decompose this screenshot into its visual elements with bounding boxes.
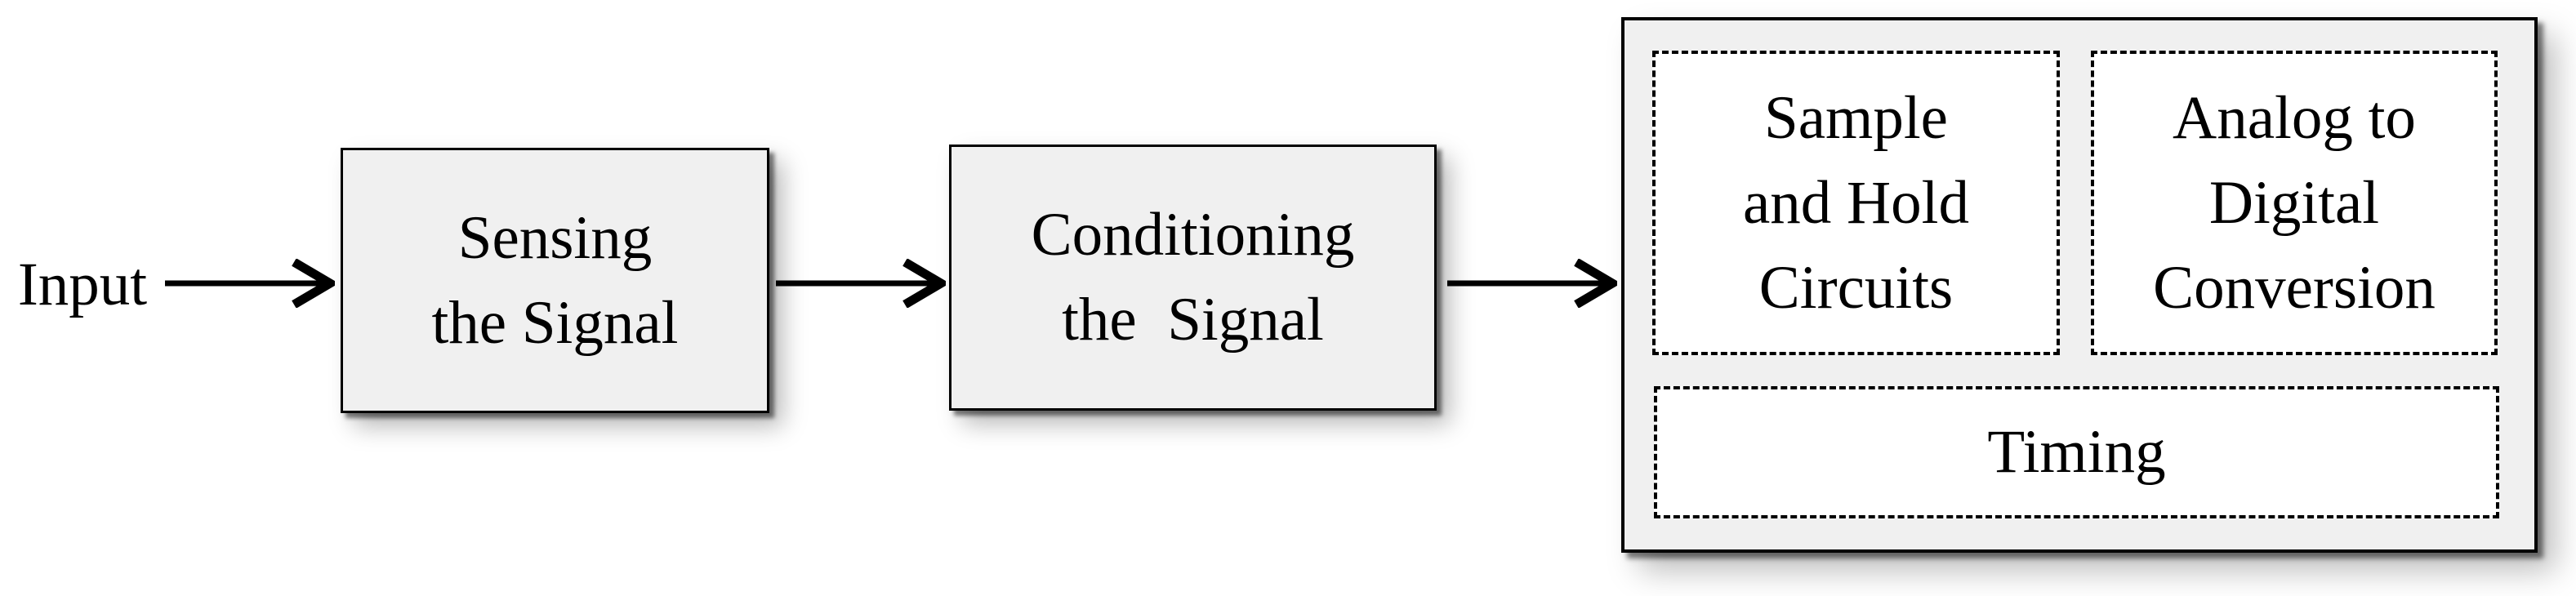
arrow-right-icon	[776, 259, 946, 308]
sample-and-hold-box: Sample and Hold Circuits	[1652, 51, 2060, 355]
analog-to-digital-box: Analog to Digital Conversion	[2091, 51, 2498, 355]
conditioning-box: Conditioning the Signal	[949, 145, 1437, 411]
timing-label: Timing	[1987, 418, 2166, 486]
conditioning-box-label: Conditioning the Signal	[1031, 201, 1355, 354]
sample-and-hold-label: Sample and Hold Circuits	[1742, 83, 1970, 322]
sensing-box: Sensing the Signal	[341, 148, 769, 413]
sensing-box-label: Sensing the Signal	[431, 203, 679, 357]
input-label: Input	[8, 249, 157, 321]
arrow-right-icon	[165, 259, 335, 308]
analog-to-digital-label: Analog to Digital Conversion	[2153, 83, 2436, 322]
timing-box: Timing	[1654, 386, 2499, 518]
arrow-right-icon	[1447, 259, 1617, 308]
input-label-text: Input	[17, 251, 148, 318]
digitizing-block: Sample and Hold Circuits Analog to Digit…	[1621, 17, 2538, 553]
